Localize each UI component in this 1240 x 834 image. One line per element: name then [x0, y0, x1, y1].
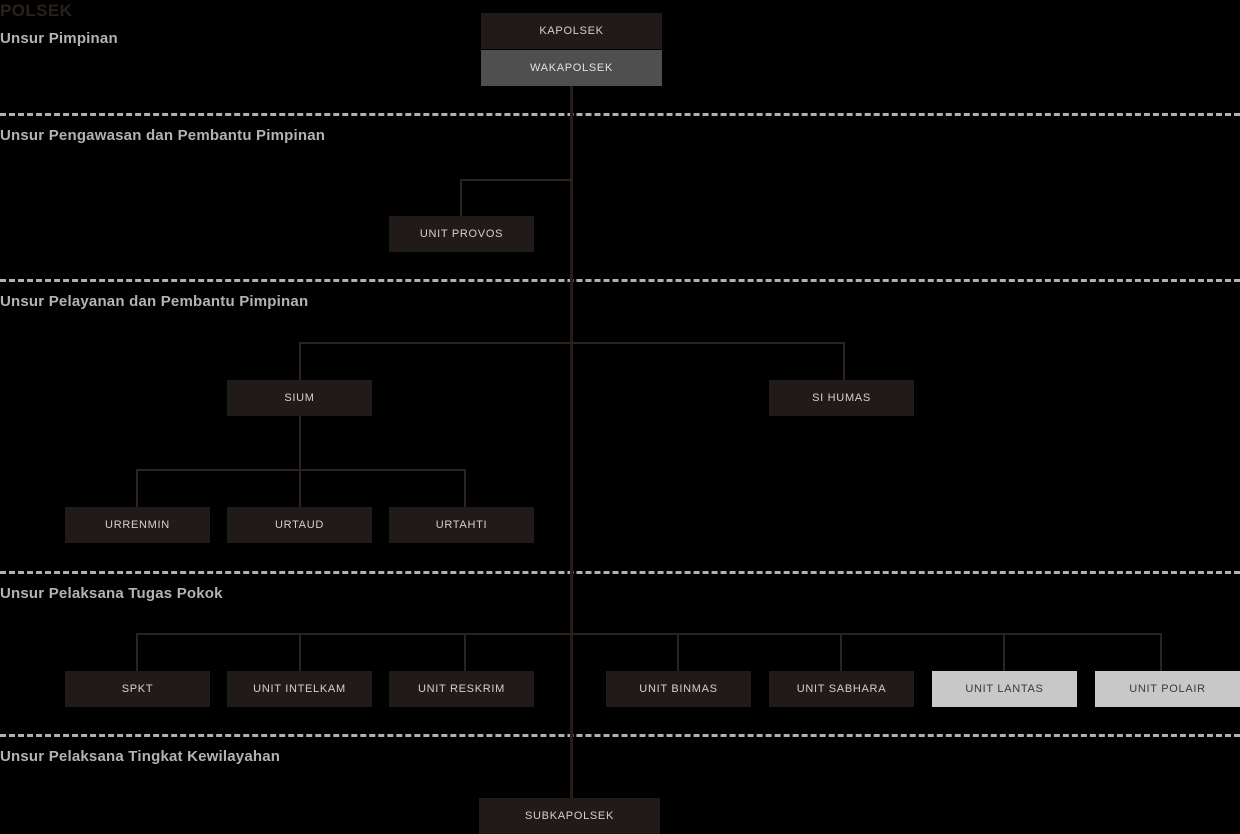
node-urrenmin[interactable]: URRENMIN — [65, 507, 210, 543]
connector-sabhara-vertical — [840, 633, 842, 671]
connector-sium-drop — [299, 416, 301, 470]
connector-sium-sihumas-horizontal — [299, 342, 845, 344]
connector-urtahti-vertical — [464, 469, 466, 507]
node-unit-binmas[interactable]: UNIT BINMAS — [606, 671, 751, 707]
connector-sihumas-vertical — [843, 342, 845, 380]
node-spkt[interactable]: SPKT — [65, 671, 210, 707]
main-spine-connector — [570, 86, 573, 799]
band-label-kewilayahan: Unsur Pelaksana Tingkat Kewilayahan — [0, 748, 281, 765]
node-si-humas[interactable]: SI HUMAS — [769, 380, 914, 416]
divider-pelayanan — [0, 279, 1240, 282]
page-title: POLSEK — [0, 1, 73, 20]
connector-urrenmin-vertical — [136, 469, 138, 507]
connector-intelkam-vertical — [299, 633, 301, 671]
node-subkapolsek[interactable]: SUBKAPOLSEK — [479, 798, 660, 834]
node-urtaud[interactable]: URTAUD — [227, 507, 372, 543]
connector-sium-children-horizontal — [136, 469, 466, 471]
band-label-pelaksana: Unsur Pelaksana Tugas Pokok — [0, 585, 223, 602]
band-label-pengawasan: Unsur Pengawasan dan Pembantu Pimpinan — [0, 127, 326, 144]
connector-spkt-vertical — [136, 633, 138, 671]
connector-urtaud-vertical — [299, 469, 301, 507]
connector-sium-vertical — [299, 342, 301, 380]
connector-pelaksana-horizontal — [136, 633, 1162, 635]
divider-pelaksana — [0, 571, 1240, 574]
node-unit-provos[interactable]: UNIT PROVOS — [389, 216, 534, 252]
node-kapolsek[interactable]: KAPOLSEK — [481, 13, 662, 49]
band-label-pelayanan: Unsur Pelayanan dan Pembantu Pimpinan — [0, 293, 309, 310]
node-unit-sabhara[interactable]: UNIT SABHARA — [769, 671, 914, 707]
node-unit-intelkam[interactable]: UNIT INTELKAM — [227, 671, 372, 707]
node-unit-polair[interactable]: UNIT POLAIR — [1095, 671, 1240, 707]
divider-pengawasan — [0, 113, 1240, 116]
connector-polair-vertical — [1160, 633, 1162, 671]
node-sium[interactable]: SIUM — [227, 380, 372, 416]
connector-provos-vertical — [460, 179, 462, 216]
band-label-pimpinan: Unsur Pimpinan — [0, 30, 118, 47]
node-unit-reskrim[interactable]: UNIT RESKRIM — [389, 671, 534, 707]
node-unit-lantas[interactable]: UNIT LANTAS — [932, 671, 1077, 707]
connector-reskrim-vertical — [464, 633, 466, 671]
connector-provos-horizontal — [460, 179, 572, 181]
connector-binmas-vertical — [677, 633, 679, 671]
connector-lantas-vertical — [1003, 633, 1005, 671]
divider-kewilayahan — [0, 734, 1240, 737]
node-urtahti[interactable]: URTAHTI — [389, 507, 534, 543]
node-wakapolsek[interactable]: WAKAPOLSEK — [481, 50, 662, 86]
